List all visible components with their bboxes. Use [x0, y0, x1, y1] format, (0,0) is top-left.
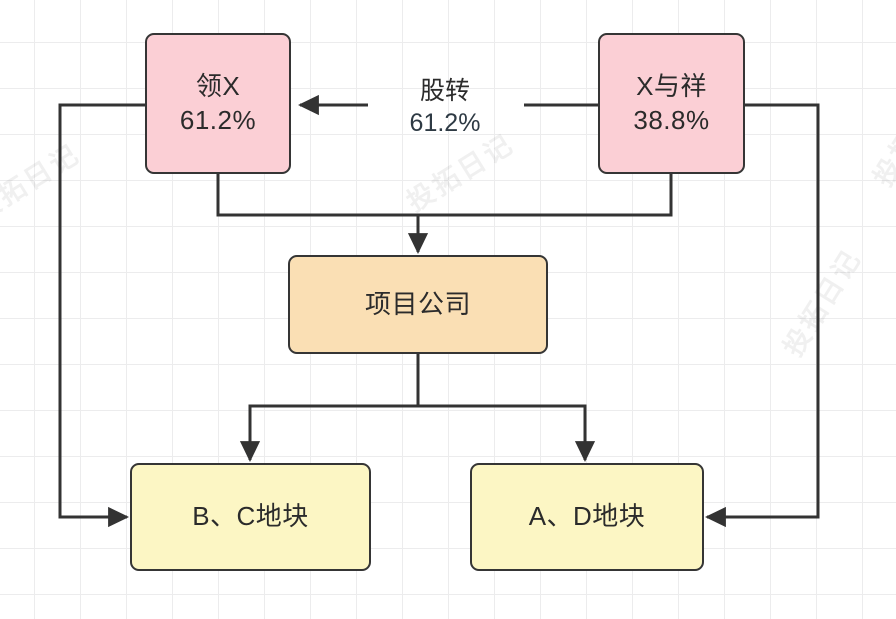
node-ling-percent: 61.2% [179, 104, 257, 135]
node-plot-ad-label: A、D地块 [528, 501, 646, 532]
node-project-company-label: 项目公司 [364, 288, 471, 319]
node-plot-bc-label: B、C地块 [192, 501, 309, 532]
edge-xyuxiang-to-project [418, 174, 673, 217]
node-ling[interactable]: 领X 61.2% [145, 33, 291, 174]
edge-label-transfer-line2: 61.2% [409, 108, 481, 137]
edge-ling-to-project [216, 174, 418, 217]
node-plot-bc[interactable]: B、C地块 [130, 463, 371, 571]
edge-xyuxiang-to-plot-ad [705, 103, 820, 528]
node-project-company[interactable]: 项目公司 [288, 255, 548, 354]
edge-ling-to-plot-bc [58, 103, 145, 528]
edge-label-transfer-line1: 股转 [419, 77, 470, 105]
node-plot-ad[interactable]: A、D地块 [470, 463, 704, 571]
node-xyuxiang[interactable]: X与祥 38.8% [598, 33, 745, 174]
node-xyuxiang-name: X与祥 [636, 70, 707, 101]
edge-label-transfer: 股转 61.2% [372, 76, 518, 139]
edge-project-to-plot-bc [239, 354, 420, 462]
node-xyuxiang-percent: 38.8% [633, 104, 710, 135]
edge-project-to-plot-ad [416, 354, 596, 462]
node-ling-name: 领X [195, 70, 241, 101]
